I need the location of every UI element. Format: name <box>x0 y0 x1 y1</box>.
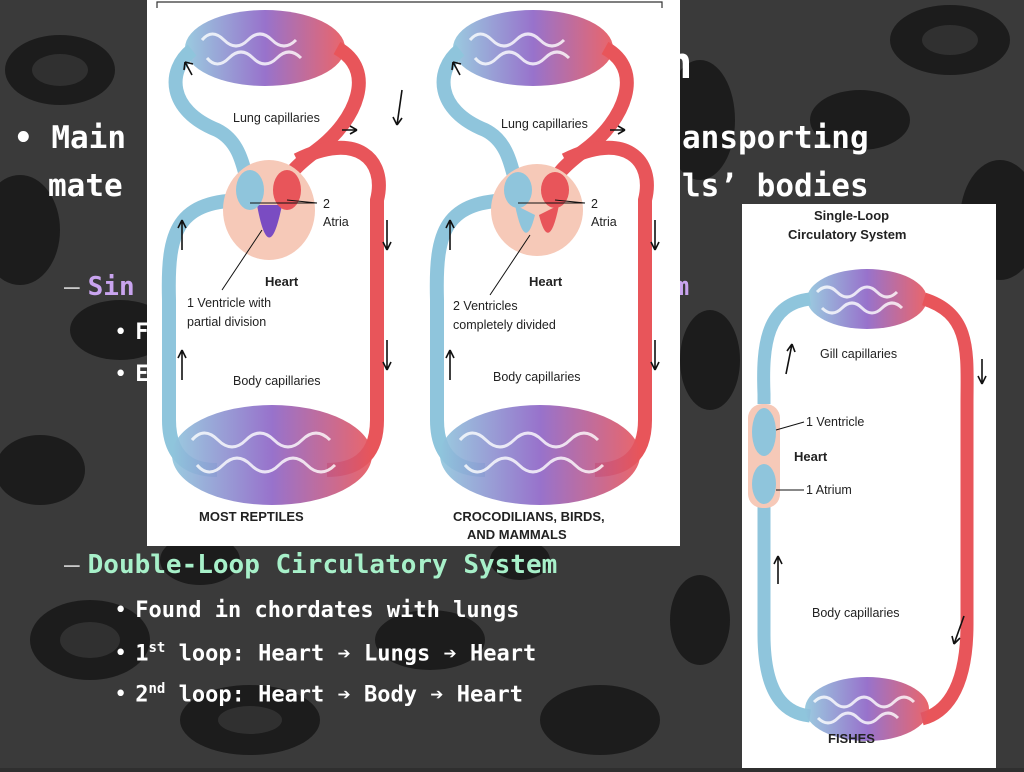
mammal-heart-label: Heart <box>529 274 563 289</box>
double-loop-heading-text: Double-Loop Circulatory System <box>87 550 558 580</box>
gill-capillary-bed <box>807 269 927 329</box>
single-loop-item-1: •F <box>114 320 149 345</box>
mammal-lung-label: Lung capillaries <box>501 117 588 131</box>
double-loop-item-3: •2nd loop: Heart ➔ Body ➔ Heart <box>114 681 523 708</box>
main-bullet-line1: • Main <box>14 120 126 156</box>
body-capillary-bed <box>805 677 929 741</box>
dorsal-aorta <box>920 292 974 726</box>
reptile-caption: MOST REPTILES <box>199 509 304 524</box>
single-heart-label: Heart <box>794 449 828 464</box>
left-atrium <box>541 172 569 208</box>
single-body-label: Body capillaries <box>812 606 900 620</box>
single-loop-heading: –Sin <box>64 272 135 302</box>
mammal-circuit: Lung capillaries 2 Atria Heart 2 Ventric… <box>429 10 660 542</box>
lung-capillary-bed <box>453 10 613 86</box>
bracket-line <box>156 1 663 8</box>
double-loop-diagram: Lung capillaries 2 Atria Heart 1 Ventric… <box>156 1 663 542</box>
fishes-caption: FISHES <box>828 731 875 746</box>
left-ventricle <box>539 205 559 233</box>
right-atrium <box>504 172 532 208</box>
reptile-lung-label: Lung capillaries <box>233 111 320 125</box>
reptile-atria-label: 2 Atria <box>323 197 349 229</box>
mammal-caption: CROCODILIANS, BIRDS, AND MAMMALS <box>453 509 608 542</box>
dash-marker: – <box>64 550 80 580</box>
left-atrium <box>273 170 301 210</box>
main-bullet-line2-right: ls’ bodies <box>682 168 869 204</box>
main-bullet-line1-left: Main <box>51 120 126 156</box>
reptile-circuit: Lung capillaries 2 Atria Heart 1 Ventric… <box>161 10 403 524</box>
double-loop-item-1: •Found in chordates with lungs <box>114 598 520 623</box>
gill-artery <box>757 292 812 404</box>
ventricle-shape <box>257 205 282 238</box>
double-loop-figure: Lung capillaries 2 Atria Heart 1 Ventric… <box>147 0 680 546</box>
pulmonary-artery <box>436 44 522 182</box>
lung-capillary-bed <box>185 10 345 86</box>
reptile-body-label: Body capillaries <box>233 374 321 388</box>
body-vein <box>757 504 811 723</box>
bullet-dot: • <box>14 120 52 156</box>
single-ventricle-label: 1 Ventricle <box>806 415 864 429</box>
ventricle-shape <box>752 408 776 456</box>
heart-outline <box>491 164 583 256</box>
gill-capillaries-label: Gill capillaries <box>820 347 897 361</box>
single-atrium-label: 1 Atrium <box>806 483 852 497</box>
main-bullet-line1-right: ansporting <box>682 120 869 156</box>
single-loop-item-2: •E <box>114 362 149 387</box>
dash-marker: – <box>64 272 80 302</box>
mammal-ventricle-label: 2 Ventricles completely divided <box>453 299 556 332</box>
mammal-body-label: Body capillaries <box>493 370 581 384</box>
main-bullet-line2-left: mate <box>48 168 123 204</box>
body-capillary-bed <box>440 405 640 505</box>
single-loop-title: Single-Loop Circulatory System <box>788 208 907 242</box>
mammal-atria-label: 2 Atria <box>591 197 617 229</box>
atrium-shape <box>752 464 776 504</box>
single-loop-figure: Single-Loop Circulatory System <box>742 204 996 768</box>
pulmonary-artery <box>168 44 254 182</box>
reptile-heart-label: Heart <box>265 274 299 289</box>
single-loop-diagram: Single-Loop Circulatory System <box>748 208 987 746</box>
double-loop-item-2: •1st loop: Heart ➔ Lungs ➔ Heart <box>114 640 537 667</box>
right-ventricle <box>515 205 535 233</box>
body-capillary-bed <box>172 405 372 505</box>
double-loop-heading: –Double-Loop Circulatory System <box>64 550 557 580</box>
right-atrium <box>236 170 264 210</box>
single-loop-heading-left: Sin <box>87 272 135 302</box>
reptile-ventricle-label: 1 Ventricle with partial division <box>187 296 275 329</box>
